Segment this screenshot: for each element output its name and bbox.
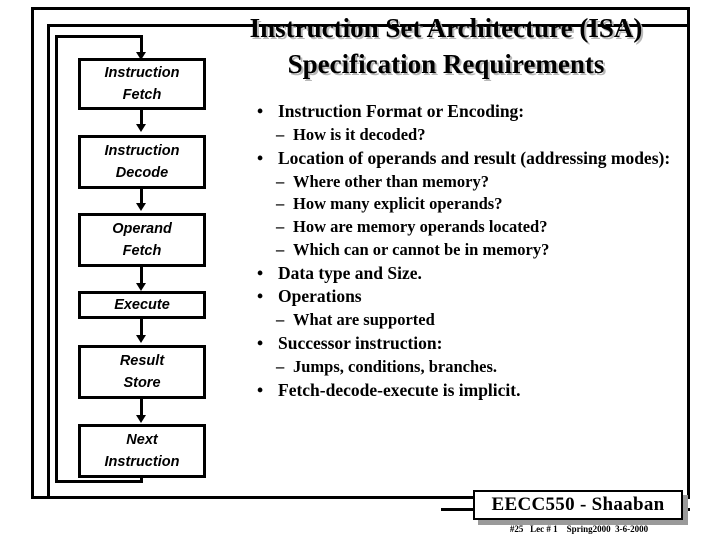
feedback-loop-drop: [140, 35, 143, 55]
feedback-loop-riser: [55, 35, 58, 483]
connector-decode-to-operand: [140, 189, 143, 205]
bullet-text: Instruction Format or Encoding:: [278, 101, 525, 121]
bullet-item: – How are memory operands located?: [248, 216, 698, 239]
flow-box-line2: Decode: [115, 165, 169, 181]
slide-title: Instruction Set Architecture (ISA) Speci…: [196, 10, 696, 83]
bullet-text: Which can or cannot be in memory?: [293, 239, 550, 259]
feedback-loop-bottom: [55, 480, 143, 483]
bullet-item: – What are supported: [248, 309, 698, 332]
footer-rule-left: [441, 508, 481, 511]
bullet-text: Data type and Size.: [278, 262, 422, 283]
arrow-result-to-next: [136, 415, 146, 423]
bullet-item: • Fetch-decode-execute is implicit.: [248, 379, 698, 403]
flow-box-line1: Execute: [114, 296, 170, 313]
dash-marker-icon: –: [276, 217, 285, 237]
bullet-text: Operations: [278, 286, 362, 307]
dash-marker-icon: –: [276, 356, 285, 376]
footer-course-badge: EECC550 - Shaaban: [473, 490, 683, 520]
flow-box-instruction-decode[interactable]: Instruction Decode: [78, 135, 206, 189]
bullet-text: How many explicit operands?: [293, 194, 503, 214]
footer-meta: #25 Lec # 1 Spring2000 3-6-2000: [509, 524, 649, 534]
slide-title-line1: Instruction Set Architecture (ISA): [249, 13, 643, 43]
bullet-text: What are supported: [293, 310, 435, 330]
flow-box-line1: Instruction: [104, 142, 180, 159]
bullet-text: Where other than memory?: [293, 171, 489, 191]
flow-box-line2: Fetch: [122, 243, 162, 259]
frame-mask-right: [690, 0, 720, 540]
bullet-item: – How is it decoded?: [248, 124, 698, 147]
bullet-text: Fetch-decode-execute is implicit.: [278, 379, 521, 400]
flow-box-line2: Instruction: [104, 454, 180, 470]
flow-box-next-instruction[interactable]: Next Instruction: [78, 424, 206, 478]
arrow-fetch-to-decode: [136, 124, 146, 132]
flow-box-line1: Next: [126, 431, 158, 448]
feedback-loop-top: [55, 35, 143, 38]
dash-marker-icon: –: [276, 310, 285, 330]
bullet-marker-icon: •: [257, 262, 264, 283]
bullet-text: Location of operands and result (address…: [278, 147, 671, 168]
flow-box-line1: Result: [119, 352, 165, 369]
bullet-item: – Jumps, conditions, branches.: [248, 356, 698, 379]
flow-box-line2: Store: [123, 375, 161, 391]
bullet-item: – Which can or cannot be in memory?: [248, 239, 698, 262]
instruction-cycle-flowchart: Instruction Fetch Instruction Decode Ope…: [0, 0, 240, 540]
dash-marker-icon: –: [276, 171, 285, 191]
flow-box-result-store[interactable]: Result Store: [78, 345, 206, 399]
bullet-text: How is it decoded?: [293, 124, 426, 144]
bullet-item: • Successor instruction:: [248, 332, 698, 356]
footer-course-text: EECC550 - Shaaban: [491, 494, 665, 515]
arrow-execute-to-result: [136, 335, 146, 343]
arrow-decode-to-operand: [136, 203, 146, 211]
bullet-marker-icon: •: [257, 333, 264, 354]
feedback-loop-arrowhead: [136, 52, 146, 60]
bullet-item: • Location of operands and result (addre…: [248, 147, 698, 171]
bullet-item: – Where other than memory?: [248, 171, 698, 194]
bullet-item: – How many explicit operands?: [248, 193, 698, 216]
bullet-item: • Instruction Format or Encoding:: [248, 100, 698, 124]
connector-result-to-next: [140, 399, 143, 417]
flow-box-line1: Instruction: [104, 64, 180, 81]
flow-box-execute[interactable]: Execute: [78, 291, 206, 319]
flow-box-line2: Fetch: [122, 87, 162, 103]
arrow-operand-to-execute: [136, 283, 146, 291]
flow-box-line1: Operand: [112, 220, 172, 237]
bullet-text: Jumps, conditions, branches.: [293, 356, 498, 376]
connector-operand-to-execute: [140, 267, 143, 285]
connector-fetch-to-decode: [140, 110, 143, 126]
dash-marker-icon: –: [276, 239, 285, 259]
dash-marker-icon: –: [276, 124, 285, 144]
flow-box-operand-fetch[interactable]: Operand Fetch: [78, 213, 206, 267]
bullet-marker-icon: •: [257, 147, 264, 168]
flow-box-instruction-fetch[interactable]: Instruction Fetch: [78, 58, 206, 110]
bullet-list: • Instruction Format or Encoding: – How …: [248, 100, 698, 403]
dash-marker-icon: –: [276, 194, 285, 214]
bullet-marker-icon: •: [257, 101, 264, 121]
bullet-item: • Data type and Size.: [248, 262, 698, 286]
connector-execute-to-result: [140, 319, 143, 337]
slide-title-line2: Specification Requirements: [287, 49, 605, 80]
bullet-item: • Operations: [248, 285, 698, 309]
bullet-marker-icon: •: [257, 379, 264, 400]
decorative-frame-outer: [31, 7, 690, 499]
bullet-text: Successor instruction:: [278, 333, 443, 354]
bullet-text: How are memory operands located?: [293, 217, 548, 237]
bullet-marker-icon: •: [257, 286, 264, 307]
